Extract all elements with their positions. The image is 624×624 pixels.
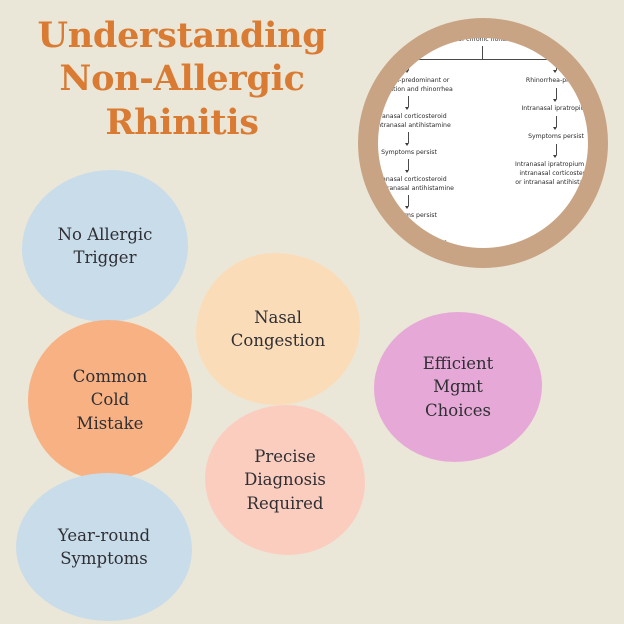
blob-line: Precise (254, 446, 316, 466)
blob-nasal-congestion[interactable]: Nasal Congestion (196, 253, 360, 405)
title-line-1: Understanding (37, 15, 327, 56)
blob-line: Year-round (57, 525, 151, 545)
flowchart-right-node-4: Intranasal ipratropium plusintranasal co… (515, 161, 588, 186)
flowchart-arrow-icon (553, 99, 558, 102)
flowchart-connector (556, 88, 557, 99)
flowchart-arrow-icon (405, 170, 410, 173)
flowchart-arrow-icon (553, 155, 558, 158)
flowchart-arrow-icon (405, 107, 410, 110)
flowchart-connector (408, 222, 409, 233)
flowchart-right-node-3: Symptoms persist (528, 133, 584, 140)
blob-no-allergic-trigger-label: No Allergic Trigger (58, 223, 153, 270)
blob-common-cold-mistake-label: Common Cold Mistake (73, 365, 147, 435)
flowchart-arrow-icon (553, 70, 558, 73)
flowchart-root-node: of chronic nonal (458, 38, 508, 43)
page-title: Understanding Non-Allergic Rhinitis (8, 14, 356, 144)
flowchart-circle-inner: of chronic nonal ongestion-predominant o… (378, 38, 588, 248)
blob-line: Common (72, 366, 148, 386)
flowchart-diagram: of chronic nonal ongestion-predominant o… (378, 38, 588, 248)
flowchart-arrow-icon (405, 206, 410, 209)
flowchart-connector (408, 159, 409, 170)
blob-line: Efficient (422, 353, 494, 373)
flowchart-connector (482, 46, 483, 59)
blob-year-round-symptoms[interactable]: Year-round Symptoms (16, 473, 192, 621)
flowchart-left-node-5: Symptoms persist (381, 212, 437, 219)
flowchart-circle-image: of chronic nonal ongestion-predominant o… (358, 18, 608, 268)
blob-line: Congestion (230, 331, 326, 350)
blob-line: No Allergic (57, 224, 153, 244)
flowchart-arrow-icon (405, 233, 410, 236)
flowchart-arrow-icon (405, 143, 410, 146)
blob-line: Required (246, 493, 324, 513)
blob-efficient-mgmt-choices-label: Efficient Mgmt Choices (423, 352, 494, 422)
flowchart-connector (408, 195, 409, 206)
blob-nasal-congestion-label: Nasal Congestion (231, 306, 325, 353)
flowchart-arrow-icon (553, 127, 558, 130)
flowchart-connector (556, 116, 557, 127)
flowchart-left-node-6: nasal corticosteroid plusasal antihistam… (378, 239, 447, 248)
blob-year-round-symptoms-label: Year-round Symptoms (58, 524, 150, 571)
blob-no-allergic-trigger[interactable]: No Allergic Trigger (22, 170, 188, 322)
flowchart-connector (408, 132, 409, 143)
blob-precise-diagnosis-required[interactable]: Precise Diagnosis Required (205, 405, 365, 555)
flowchart-left-node-3: Symptoms persist (381, 149, 437, 156)
blob-line: Choices (425, 400, 491, 420)
blob-line: Diagnosis (244, 470, 326, 490)
flowchart-connector (408, 96, 409, 107)
flowchart-left-node-1: ongestion-predominant ord congestion and… (378, 77, 453, 93)
flowchart-connector (408, 59, 556, 60)
flowchart-right-node-1: Rhinorrhea-predom (525, 77, 587, 84)
flowchart-right-node-2: Intranasal ipratropium (521, 105, 588, 112)
blob-line: Cold (90, 390, 130, 410)
flowchart-connector (556, 59, 557, 70)
blob-efficient-mgmt-choices[interactable]: Efficient Mgmt Choices (374, 312, 542, 462)
blob-line: Nasal (254, 307, 302, 327)
blob-line: Symptoms (60, 549, 148, 568)
blob-line: Trigger (73, 248, 137, 267)
flowchart-connector (556, 144, 557, 155)
blob-line: Mgmt (433, 377, 483, 397)
flowchart-arrow-icon (405, 70, 410, 73)
blob-precise-diagnosis-required-label: Precise Diagnosis Required (244, 445, 326, 515)
title-line-3: Rhinitis (105, 101, 259, 143)
title-line-2: Non-Allergic (59, 58, 305, 100)
blob-common-cold-mistake[interactable]: Common Cold Mistake (28, 320, 192, 480)
blob-line: Mistake (76, 413, 144, 433)
flowchart-connector (408, 59, 409, 70)
